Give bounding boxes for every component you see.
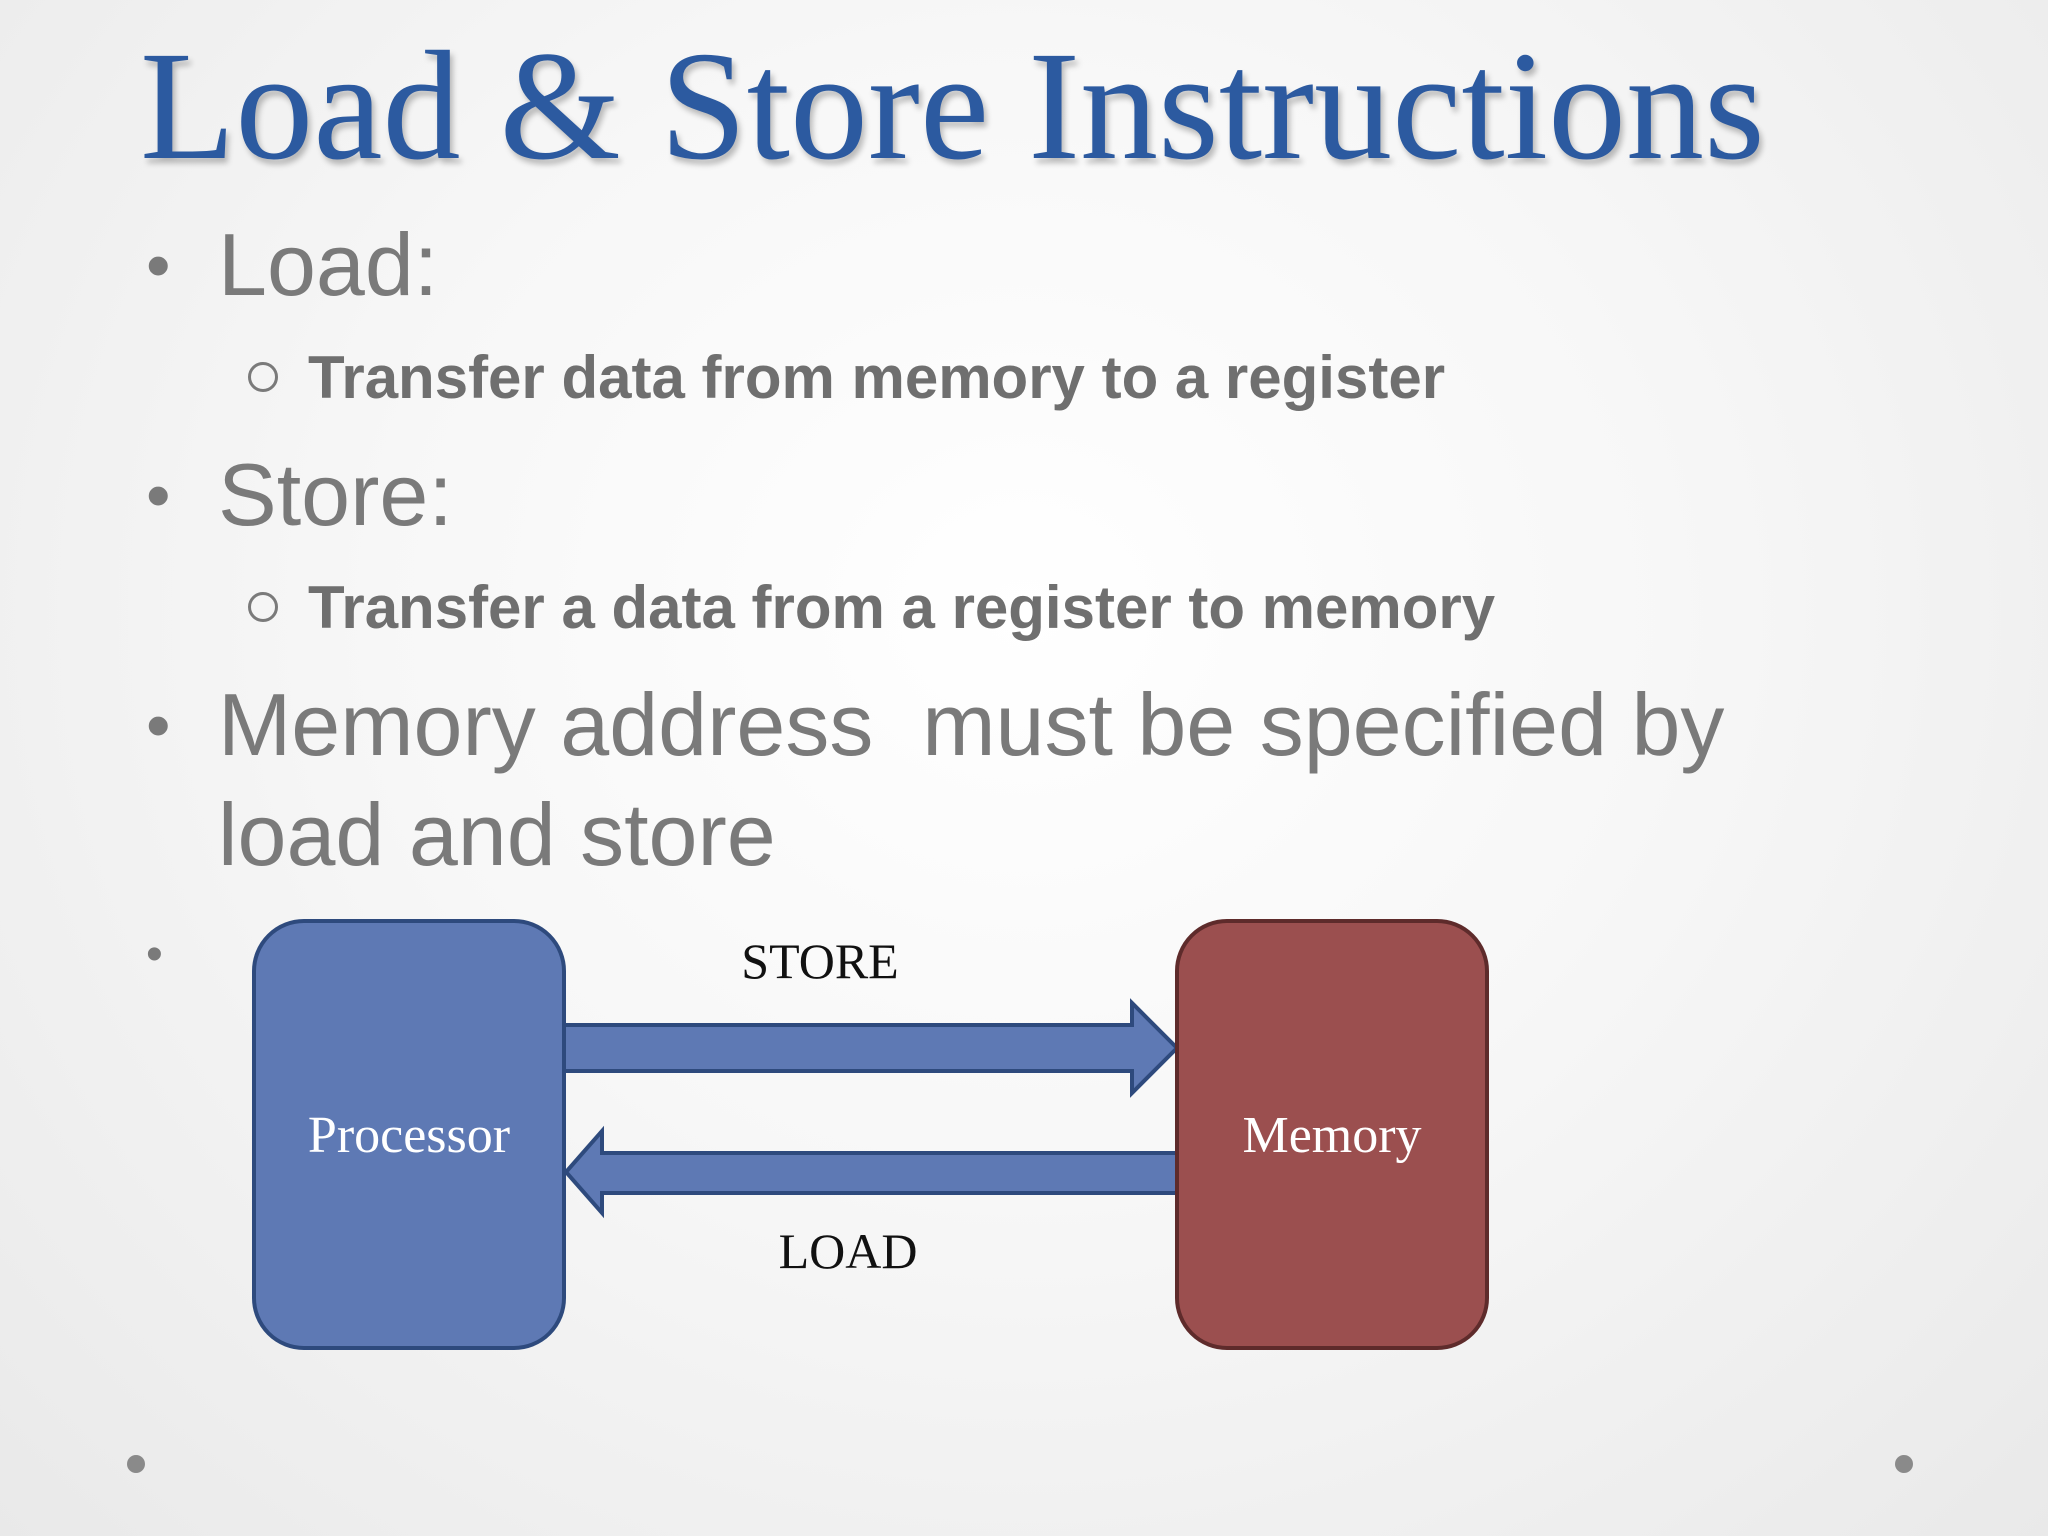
bullet-store-text: Store: (218, 445, 453, 544)
bullet-load: • Load: (146, 210, 439, 320)
sub-bullet-ring (248, 362, 278, 392)
sub-bullet-load-text: Transfer data from memory to a register (308, 344, 1446, 411)
store-arrow (562, 998, 1180, 1098)
bullet-dot: • (146, 928, 163, 981)
processor-label: Processor (308, 1107, 510, 1164)
sub-bullet-load: Transfer data from memory to a register (248, 338, 1446, 418)
load-arrow (563, 1125, 1179, 1219)
sub-bullet-store-text: Transfer a data from a register to memor… (308, 574, 1496, 641)
bullet-memory-address: • Memory address must be specified by lo… (146, 670, 1868, 890)
load-label: LOAD (779, 1223, 918, 1279)
sub-bullet-ring (248, 592, 278, 622)
bullet-dot: • (146, 226, 171, 304)
slide-title: Load & Store Instructions (140, 19, 1765, 192)
footer-dot-left (127, 1455, 145, 1473)
bullet-load-text: Load: (218, 215, 439, 314)
bullet-dot: • (146, 686, 171, 764)
bullet-dot: • (146, 456, 171, 534)
memory-box (1175, 919, 1489, 1350)
bullet-store: • Store: (146, 440, 453, 550)
store-label: STORE (741, 933, 898, 989)
sub-bullet-store: Transfer a data from a register to memor… (248, 568, 1496, 648)
bullet-memory-address-text: Memory address must be specified by load… (218, 675, 1749, 884)
processor-box (252, 919, 566, 1350)
footer-dot-right (1895, 1455, 1913, 1473)
memory-label: Memory (1242, 1107, 1421, 1164)
